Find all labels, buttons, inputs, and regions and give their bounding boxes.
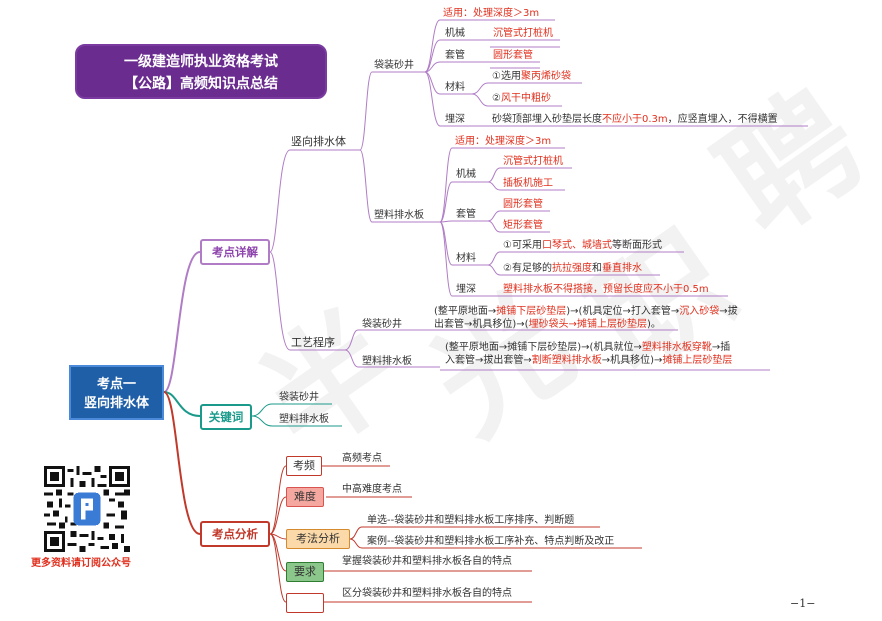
- pb-bury-label: 埋深: [456, 284, 476, 295]
- tag-blank: [286, 593, 324, 613]
- sw-casing-label: 套管: [445, 50, 465, 61]
- proc-pb-l1-r: 塑料排水板穿靴: [641, 342, 712, 353]
- title-banner: 一级建造师执业资格考试 【公路】高频知识点总结: [75, 44, 327, 99]
- method-1: 单选--袋装砂井和塑料排水板工序排序、判断题: [367, 515, 575, 526]
- pb-machine-2: 插板机施工: [503, 178, 553, 189]
- proc-pb-l2-r2: 摊铺上层砂垫层: [662, 355, 733, 366]
- title-line2: 【公路】高频知识点总结: [124, 76, 278, 92]
- proc-pb-l2-r1: 割断塑料排水板: [531, 355, 602, 366]
- sw-machine-label: 机械: [445, 28, 465, 39]
- sw-material-1-highlight: 聚丙烯砂袋: [520, 71, 571, 82]
- pb-bury-red-2: 预留长度应不小于0.5m: [603, 284, 709, 295]
- sw-bury-text: 砂袋顶部埋入砂垫层长度不应小于0.3m，应竖直埋入，不得横置: [492, 113, 778, 126]
- sw-apply: 适用：处理深度＞3m: [443, 7, 539, 20]
- pb-machine-1: 沉管式打桩机: [503, 156, 563, 167]
- proc-pb-line1: (整平原地面→摊铺下层砂垫层)→(机具就位→塑料排水板穿靴→插: [445, 341, 730, 354]
- sw-material-1-prefix: ①选用: [492, 71, 521, 82]
- sw-material-2-highlight: 风干中粗砂: [500, 93, 551, 104]
- keyword-plastic-board: 塑料排水板: [279, 414, 329, 425]
- difficulty-value: 中高难度考点: [342, 484, 402, 495]
- proc-sw-l2-a: 出套管→机具移位)→(: [434, 319, 529, 330]
- pb-machine-label: 机械: [456, 169, 476, 180]
- pb-material-1: ①可采用口琴式、城墙式等断面形式: [503, 239, 662, 252]
- proc-pb-l1-b: →插: [711, 342, 731, 353]
- root-line1: 考点一: [96, 377, 136, 392]
- proc-pb-label: 塑料排水板: [362, 356, 412, 367]
- pb-material-2: ②有足够的抗拉强度和垂直排水: [503, 262, 642, 275]
- title-line1: 一级建造师执业资格考试: [124, 54, 278, 70]
- sw-bury-b: ，应竖直埋入，不得横置: [667, 114, 778, 125]
- sw-material-2: ②风干中粗砂: [492, 92, 551, 105]
- proc-sw-l1-c: →拔: [719, 306, 738, 317]
- root-node: 考点一 竖向排水体: [69, 365, 164, 420]
- proc-pb-l2-a: 入套管→拔出套管→: [445, 355, 532, 366]
- pb-material-2-and: 和: [591, 263, 602, 274]
- pb-casing-2: 矩形套管: [503, 220, 543, 231]
- sw-machine-value: 沉管式打桩机: [493, 28, 553, 39]
- pb-apply: 适用：处理深度＞3m: [455, 135, 551, 148]
- proc-pb-l1-a: (整平原地面→摊铺下层砂垫层)→(机具就位→: [445, 342, 642, 353]
- pb-material-1-b: 等断面形式: [611, 240, 662, 251]
- proc-sw-l2-r: 埋砂袋头→摊铺上层砂垫层: [528, 319, 647, 330]
- tag-frequency: 考频: [286, 456, 322, 476]
- sw-bury-label: 埋深: [445, 114, 465, 125]
- pb-casing-1: 圆形套管: [503, 199, 543, 210]
- sw-material-label: 材料: [445, 82, 465, 93]
- pb-casing-label: 套管: [456, 209, 476, 220]
- branch-analysis: 考点分析: [200, 521, 270, 547]
- pb-material-1-highlight: 口琴式、城墙式: [541, 240, 612, 251]
- proc-sw-l1-r2: 沉入砂袋: [679, 306, 720, 317]
- proc-sw-l2-b: )。: [646, 319, 661, 330]
- proc-sw-l1-a: (整平原地面→: [434, 306, 497, 317]
- node-process: 工艺程序: [291, 336, 335, 349]
- sw-material-1: ①选用聚丙烯砂袋: [492, 70, 571, 83]
- proc-sw-l1-r1: 摊铺下层砂垫层: [496, 306, 567, 317]
- page-number: −1−: [790, 597, 816, 610]
- branch-detail: 考点详解: [200, 239, 270, 265]
- node-vertical: 竖向排水体: [291, 135, 346, 148]
- pb-material-2-highlight-1: 抗拉强度: [551, 263, 592, 274]
- sw-material-2-prefix: ②: [492, 93, 501, 104]
- tag-difficulty: 难度: [286, 487, 324, 507]
- frequency-value: 高频考点: [342, 453, 382, 464]
- distinguish-value: 区分袋装砂井和塑料排水板各自的特点: [342, 588, 512, 599]
- sw-apply-value: 处理深度＞3m: [473, 8, 540, 19]
- pb-material-2-a: ②有足够的: [503, 263, 552, 274]
- proc-pb-line2: 入套管→拔出套管→割断塑料排水板→机具移位)→摊铺上层砂垫层: [445, 354, 732, 367]
- qr-code-image: [44, 466, 130, 552]
- pb-material-2-highlight-2: 垂直排水: [601, 263, 642, 274]
- root-line2: 竖向排水体: [83, 396, 149, 411]
- proc-sw-l1-b: )→(机具定位→打入套管→: [566, 306, 680, 317]
- pb-bury-red-1: 塑料排水板不得搭接，: [503, 284, 603, 295]
- sw-bury-a: 砂袋顶部埋入砂垫层长度: [492, 114, 602, 125]
- watermark: 聘: [694, 63, 882, 263]
- sw-casing-value: 圆形套管: [493, 50, 533, 61]
- tag-method: 考法分析: [286, 529, 350, 549]
- keyword-sand-well: 袋装砂井: [279, 392, 319, 403]
- tag-requirement: 要求: [286, 562, 324, 582]
- branch-keywords: 关键词: [200, 404, 252, 430]
- proc-sw-line2: 出套管→机具移位)→(埋砂袋头→摊铺上层砂垫层)。: [434, 318, 661, 331]
- node-sand-well: 袋装砂井: [374, 60, 414, 71]
- watermark: 半: [234, 283, 429, 483]
- proc-pb-l2-b: →机具移位)→: [601, 355, 663, 366]
- proc-sw-line1: (整平原地面→摊铺下层砂垫层)→(机具定位→打入套管→沉入砂袋→拔: [434, 305, 738, 318]
- pb-apply-value: 处理深度＞3m: [485, 136, 552, 147]
- pb-material-label: 材料: [456, 253, 476, 264]
- pb-material-1-a: ①可采用: [503, 240, 542, 251]
- pb-apply-label: 适用：: [455, 136, 485, 147]
- sw-bury-highlight: 不应小于0.3m: [602, 114, 668, 125]
- sw-apply-label: 适用：: [443, 8, 473, 19]
- proc-sw-label: 袋装砂井: [362, 319, 402, 330]
- pb-bury-text: 塑料排水板不得搭接，预留长度应不小于0.5m: [503, 283, 709, 296]
- requirement-value: 掌握袋装砂井和塑料排水板各自的特点: [342, 556, 512, 567]
- qr-caption: 更多资料请订阅公众号: [31, 558, 131, 569]
- method-2: 案例--袋装砂井和塑料排水板工序补充、特点判断及改正: [367, 536, 615, 547]
- node-plastic-board: 塑料排水板: [374, 210, 424, 221]
